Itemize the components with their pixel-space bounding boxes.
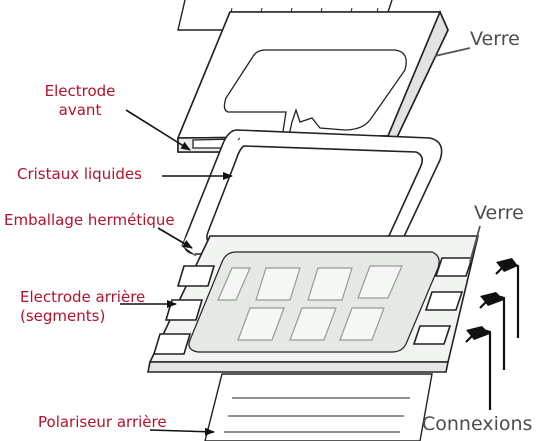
label-verre-top: Verre xyxy=(470,28,520,50)
connector-pins xyxy=(465,258,520,410)
label-verre-mid: Verre xyxy=(474,202,524,224)
label-electrode-avant-line2: avant xyxy=(58,101,102,119)
leader-lines xyxy=(120,47,481,436)
label-electrode-arriere: Electrode arrière (segments) xyxy=(20,288,145,326)
label-electrode-avant: Electrode avant xyxy=(32,82,128,120)
leader-verre-mid xyxy=(469,225,481,263)
front-glass-plate xyxy=(176,9,449,155)
leader-electrode-avant xyxy=(125,109,191,151)
label-connexions: Connexions xyxy=(422,413,533,435)
rear-polarizer-sheet xyxy=(204,373,433,441)
label-cristaux-liquides: Cristaux liquides xyxy=(17,165,142,183)
rear-glass-plate xyxy=(147,235,480,373)
leader-verre-top xyxy=(434,47,471,57)
label-polariseur-arriere: Polariseur arrière xyxy=(38,413,167,431)
leader-emballage xyxy=(157,227,193,249)
label-emballage-hermetique: Emballage hermétique xyxy=(4,211,175,229)
leader-polariseur xyxy=(149,427,215,436)
label-electrode-avant-line1: Electrode xyxy=(44,82,116,100)
label-electrode-arriere-line2: (segments) xyxy=(20,307,106,325)
label-electrode-arriere-line1: Electrode arrière xyxy=(20,288,146,306)
